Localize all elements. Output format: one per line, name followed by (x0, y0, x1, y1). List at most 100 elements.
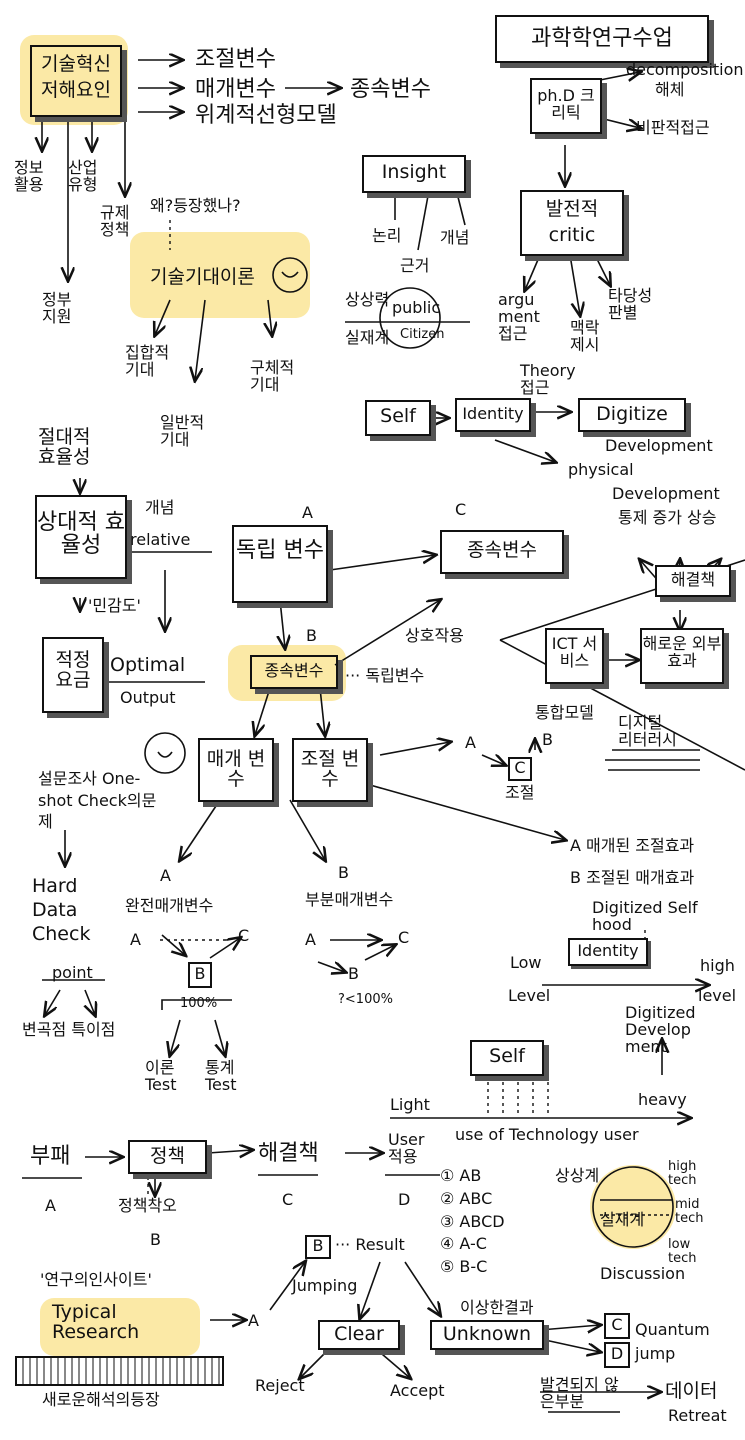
mediated-moderation: B 조절된 매개효과 (570, 868, 695, 887)
decomposition-label: decomposition (626, 60, 744, 79)
solution-mid-box: 해결책 (655, 565, 731, 597)
imagination-label: 상상력 (345, 290, 390, 309)
data-label: 데이터 (665, 1380, 718, 1402)
user-apply-label: User 적용 (388, 1130, 425, 1166)
retreat-label: Retreat (668, 1406, 727, 1425)
relative-label: relative (130, 530, 191, 549)
quantum-jump-label: Quantum jump (635, 1320, 710, 1363)
physical-label: physical (568, 460, 634, 479)
identity-scale-box: Identity (568, 938, 648, 966)
independent-var-box: 독립 변수 (232, 525, 328, 603)
insight-label: Insight (381, 161, 447, 183)
result-b-box: B (305, 1235, 331, 1259)
harmful-externality-box: 해로운 외부효과 (640, 628, 724, 684)
highlight-tech-innovation (20, 35, 128, 125)
identity-scale-label: Identity (577, 941, 639, 960)
reality-label: 실재계 (345, 328, 390, 347)
public-label: public (392, 298, 441, 317)
regulation-label: 규제 정책 (100, 203, 130, 239)
insight-box: Insight (362, 155, 466, 193)
tech-expectation-theory: 기술기대이론 (150, 266, 255, 288)
option-5: ⑤ B-C (440, 1257, 488, 1277)
clear-box: Clear (318, 1320, 400, 1350)
concept-middle-label: 개념 (145, 498, 175, 517)
proper-fee-label: 적정 요금 (55, 649, 91, 691)
theory-test-label: 이론 Test (145, 1058, 177, 1094)
light-label: Light (390, 1095, 430, 1114)
critic-label: critic (548, 223, 596, 246)
heavy-label: heavy (638, 1090, 687, 1109)
level-left-label: Level (508, 986, 551, 1005)
use-of-technology-label: use of Technology user (455, 1125, 639, 1144)
highlight-tech-expectation (130, 232, 310, 318)
interaction-label: 상호작용 (405, 626, 464, 645)
policy-label: 정책 (150, 1145, 185, 1167)
result-a-label: A (248, 1311, 259, 1330)
mid-tech-label: mid tech (675, 1197, 704, 1226)
development-label: Development (605, 436, 713, 455)
development-mid-label: Development (612, 484, 720, 503)
moderator-var-label: 조절변수 (195, 47, 276, 72)
quantum-d-box: D (604, 1342, 630, 1368)
ict-service-label: ICT 서비스 (551, 634, 598, 670)
high-tech-label: high tech (668, 1159, 697, 1188)
dependent-top-label: 종속변수 (467, 539, 537, 561)
policy-error-label: 정책착오 (118, 1196, 177, 1215)
label-b: B (306, 626, 317, 645)
relative-efficiency-box: 상대적 효율성 (35, 495, 127, 579)
partial-node-b: B (348, 964, 359, 983)
full-node-b-box: B (188, 962, 212, 988)
specific-expectation: 구체적 기대 (250, 358, 295, 394)
mediator-label: 매개 변수 (206, 748, 266, 790)
reject-label: Reject (255, 1376, 305, 1395)
typical-research-platform (15, 1356, 224, 1386)
integrated-model-label: 통합모델 (535, 703, 594, 722)
developmental-critic-box: 발전적 critic (520, 190, 624, 256)
high-label: high (700, 956, 735, 975)
hundred-percent: 100% (180, 996, 218, 1011)
concept-label: 개념 (440, 228, 470, 247)
clear-label: Clear (334, 1323, 384, 1345)
digitized-selfhood-label: Digitized Self hood (592, 898, 698, 934)
optimal-label: Optimal (110, 654, 186, 676)
control-increase-label: 통제 증가 상승 (618, 508, 717, 527)
moderated-mediation: A 매개된 조절효과 (570, 836, 695, 855)
mod-c-box: C (508, 757, 532, 781)
digitize-label: Digitize (596, 403, 668, 425)
argument-approach-label: argu ment 접근 (498, 290, 540, 343)
full-mediator-title: 완전매개변수 (125, 896, 214, 915)
partial-node-a: A (305, 930, 316, 949)
result-b-label: B (312, 1236, 324, 1255)
mod-c-label: C (514, 758, 526, 777)
theory-approach-label: Theory 접근 (520, 361, 576, 397)
independent-dots-label: ··· 독립변수 (345, 666, 425, 685)
research-insight-label: '연구의인사이트' (40, 1270, 152, 1289)
self-label: Self (380, 405, 416, 427)
low-tech-label: low tech (668, 1237, 697, 1266)
mediator-box: 매개 변수 (198, 738, 274, 802)
general-expectation: 일반적 기대 (160, 413, 205, 449)
strange-result-label: 이상한결과 (460, 1298, 534, 1317)
decomposition-ko-label: 해체 (655, 80, 685, 99)
developmental-label: 발전적 (545, 198, 599, 220)
partial-b-label: B (338, 863, 349, 882)
tech-innovation-line1: 기술혁신 (41, 53, 111, 75)
science-study-class-title: 과학학연구수업 (531, 26, 673, 51)
bottom-d-label: D (398, 1190, 411, 1209)
bottom-a-label: A (45, 1196, 56, 1215)
dependent-var-box-label: 종속변수 (264, 661, 324, 680)
unknown-label: Unknown (442, 1323, 532, 1345)
gov-support-label: 정부 지원 (42, 290, 72, 326)
solution-bottom-label: 해결책 (258, 1141, 319, 1166)
digitized-development-label: Digitized Develop ment (625, 1003, 696, 1056)
quantum-c-box: C (604, 1313, 630, 1339)
phd-critic-box: ph.D 크리틱 (530, 78, 602, 134)
highlight-dependent (228, 645, 346, 701)
why-appeared-question: 왜?등장했나? (150, 196, 241, 215)
full-a-label: A (160, 866, 171, 885)
new-interpretation-label: 새로운해석의등장 (42, 1390, 160, 1409)
partial-mediator-title: 부분매개변수 (305, 890, 394, 909)
digital-literacy-label: 디지털 리터러시 (618, 713, 677, 749)
moderator-box: 조절 변수 (292, 738, 368, 802)
